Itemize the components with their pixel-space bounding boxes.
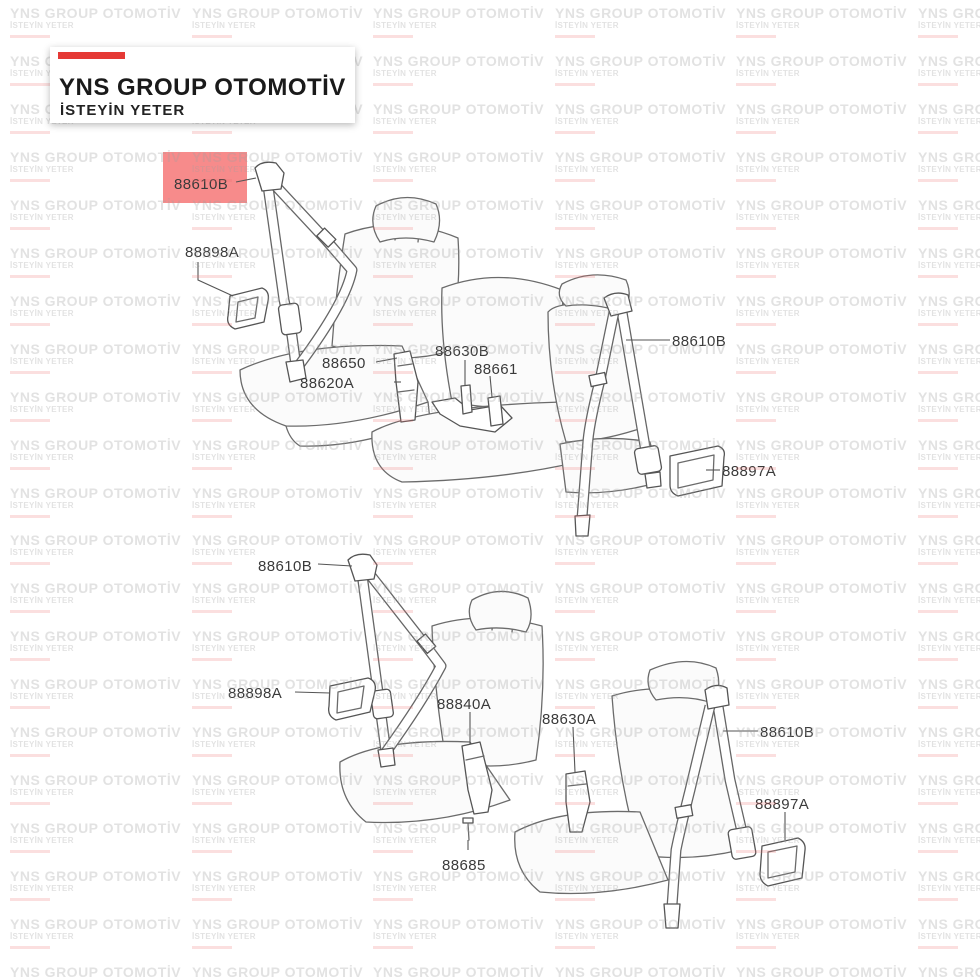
- part-label-88630a: 88630A: [542, 711, 596, 728]
- cover-88898a: [227, 287, 270, 330]
- lower-anchor: [285, 359, 307, 383]
- part-label-88898a: 88898A: [185, 244, 239, 261]
- brand-tagline: İSTEYİN YETER: [60, 102, 186, 119]
- cover-88897a: [669, 445, 726, 497]
- headrest: [372, 196, 441, 243]
- cover-88898a: [328, 677, 376, 721]
- part-label-88685: 88685: [442, 857, 486, 874]
- part-label-88630b: 88630B: [435, 343, 489, 360]
- lower-anchor: [644, 471, 662, 489]
- retractor: [633, 445, 663, 475]
- part-label-88661: 88661: [474, 361, 518, 378]
- headrest: [468, 590, 532, 633]
- leader-lines: [197, 177, 786, 850]
- part-label-88610b-rear-bottom: 88610B: [760, 724, 814, 741]
- highlight-box: [163, 152, 247, 203]
- cover-88897a: [759, 837, 806, 887]
- part-label-88610b-front-bottom: 88610B: [258, 558, 312, 575]
- part-label-88650: 88650: [322, 355, 366, 372]
- part-label-88840a: 88840A: [437, 696, 491, 713]
- lower-anchor: [377, 747, 396, 768]
- part-labels: 88610B 88898A 88650 88630B 88661 88620A …: [174, 176, 814, 874]
- buckle-88661: [460, 384, 504, 427]
- brand-box: YNS GROUP OTOMOTİV İSTEYİN YETER: [50, 47, 355, 123]
- tongue-plate: [663, 903, 681, 929]
- buckle-88630a: [565, 770, 591, 833]
- belt-clip: [674, 804, 694, 819]
- part-label-88620a: 88620A: [300, 375, 354, 392]
- buckle-88840a: [461, 741, 493, 815]
- brand-title: YNS GROUP OTOMOTİV: [59, 74, 346, 101]
- seat-cushion: [514, 810, 669, 895]
- center-buckles-top: [393, 350, 513, 433]
- belt-clip: [588, 371, 608, 388]
- tongue-plate: [574, 514, 591, 537]
- d-ring-anchor: [603, 292, 633, 317]
- belt-clip: [416, 633, 437, 654]
- part-label-88610b-rear-right: 88610B: [672, 333, 726, 350]
- part-label-88610b-highlighted: 88610B: [174, 176, 228, 193]
- bench-cushion: [371, 401, 579, 483]
- part-label-88897a: 88897A: [722, 463, 776, 480]
- seat-belt-assembly-rear-bottom: [663, 684, 806, 929]
- d-ring-anchor: [347, 553, 378, 582]
- belt-clip: [316, 227, 337, 248]
- seat-belt-assembly-front-bottom: [328, 553, 493, 841]
- seat-belt-assembly-front-top: [227, 161, 358, 383]
- d-ring-anchor: [704, 684, 730, 710]
- rear-bench-seat-top: [371, 276, 579, 483]
- retractor: [727, 826, 757, 860]
- part-label-88897a-bottom: 88897A: [755, 796, 809, 813]
- retractor: [277, 302, 303, 336]
- brand-accent-bar: [58, 52, 125, 59]
- part-label-88898a-bottom: 88898A: [228, 685, 282, 702]
- seat-back: [331, 224, 460, 359]
- bolt-88685: [462, 817, 474, 824]
- seat-belt-assembly-rear-right-top: [574, 292, 726, 537]
- d-ring-anchor: [254, 161, 285, 192]
